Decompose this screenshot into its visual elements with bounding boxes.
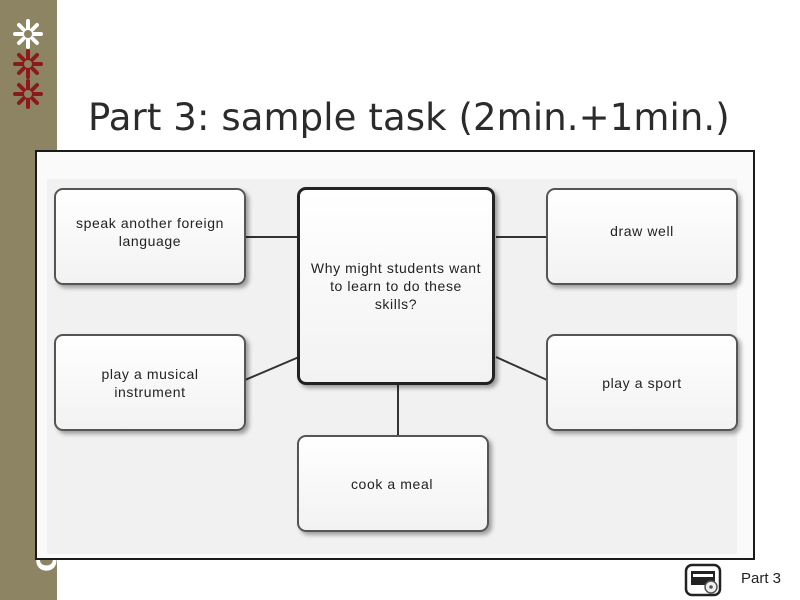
cambridge-flower-icon [13,19,43,49]
cambridge-flower-icon [13,49,43,79]
diagram-connectors [244,236,548,437]
option-label: play a musical instrument [101,365,199,400]
option-label: cook a meal [350,475,434,492]
option-box-bottom: cook a meal [297,435,489,532]
task-diagram: Why might students want to learn to do t… [35,150,755,560]
cambridge-flower-icon [13,79,43,109]
prompt-question: Why might students want to learn to do t… [310,260,482,312]
option-label: draw well [610,223,674,239]
option-label: speak another foreign language [75,215,225,249]
option-box-middle-right: play a sport [546,334,738,431]
connector-middle-left [244,356,300,381]
slide-title: Part 3: sample task (2min.+1min.) [88,96,730,139]
option-box-top-right: draw well [546,188,738,285]
option-box-top-left: speak another foreign language [54,188,246,285]
option-box-middle-left: play a musical instrument [54,334,246,431]
prompt-box-center: Why might students want to learn to do t… [297,187,495,385]
connector-middle-right [495,356,548,381]
option-label: play a sport [602,374,682,391]
part-label: Part 3 [741,570,782,587]
cd-player-icon[interactable] [684,563,722,597]
